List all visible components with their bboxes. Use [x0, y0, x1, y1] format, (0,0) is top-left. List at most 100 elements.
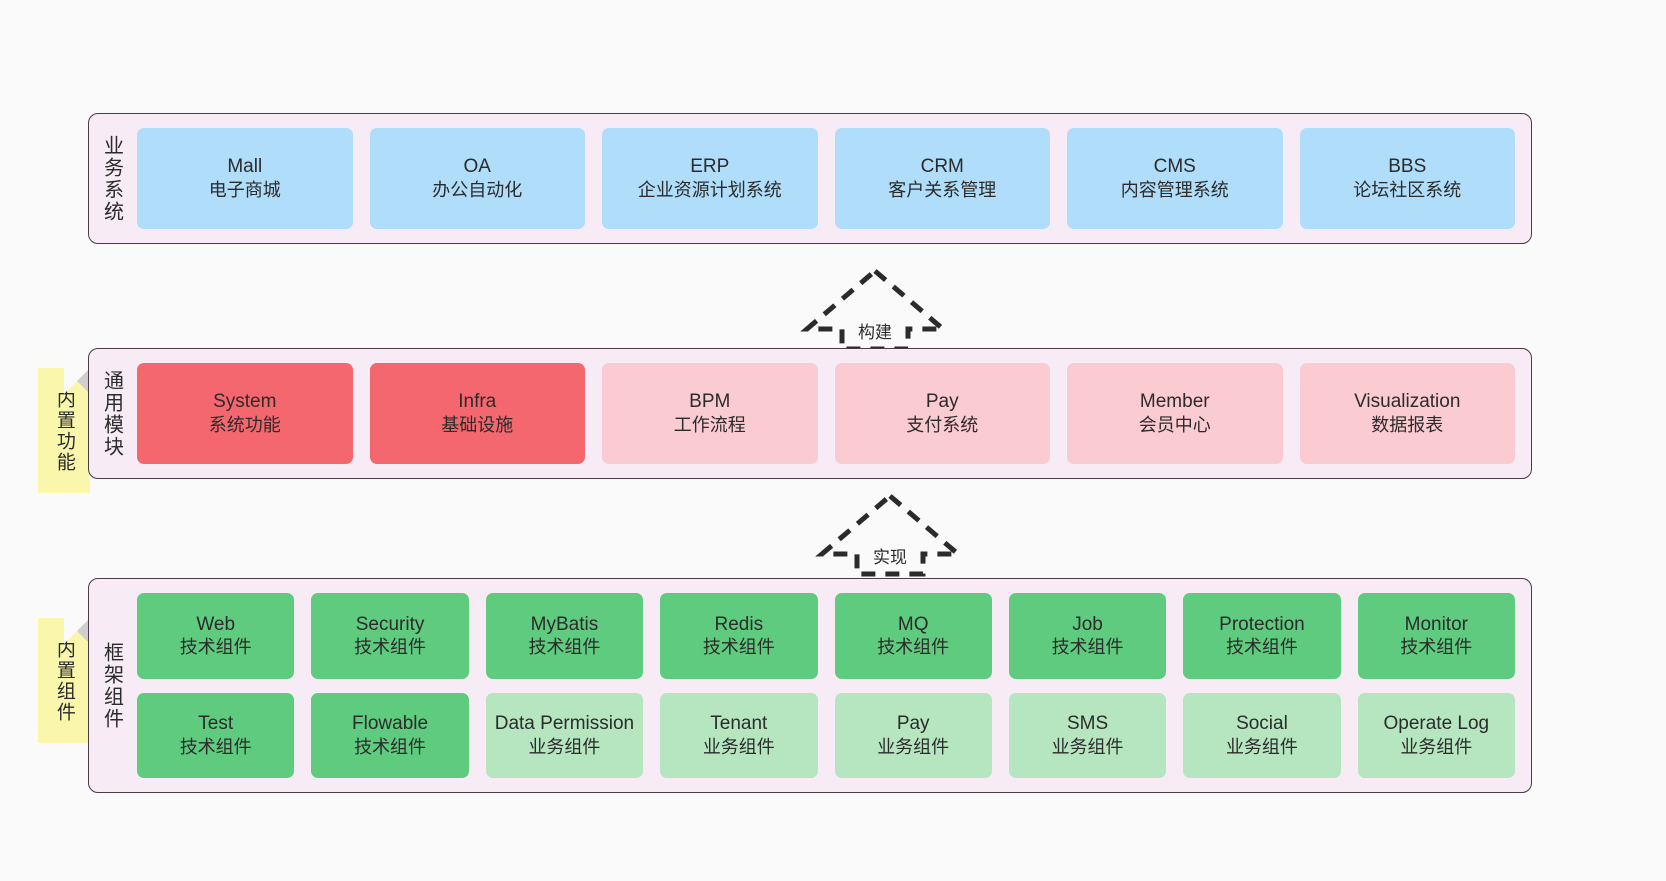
card-social[interactable]: Social 业务组件: [1183, 692, 1341, 778]
card-protection-desc: 技术组件: [1225, 637, 1298, 658]
card-security-desc: 技术组件: [354, 637, 427, 658]
card-sms[interactable]: SMS 业务组件: [1008, 692, 1167, 778]
card-data-permission-name: Data Permission: [494, 713, 635, 735]
card-oa-name: OA: [463, 156, 491, 178]
note-fold-cut-icon: [64, 368, 90, 394]
card-redis-name: Redis: [714, 613, 764, 635]
card-bbs[interactable]: BBS 论坛社区系统: [1299, 128, 1515, 229]
card-system-name: System: [213, 391, 277, 413]
card-mybatis-desc: 技术组件: [528, 637, 601, 658]
card-monitor-desc: 技术组件: [1400, 637, 1473, 658]
card-bpm-name: BPM: [689, 391, 731, 413]
card-protection-name: Protection: [1219, 613, 1305, 635]
card-mybatis-name: MyBatis: [530, 613, 599, 635]
implement-arrow-label: 实现: [873, 548, 907, 567]
card-pay-module[interactable]: Pay 支付系统: [834, 363, 1050, 464]
card-security-name: Security: [355, 613, 425, 635]
layer-common-modules-title: 通用模块: [100, 369, 123, 458]
card-monitor[interactable]: Monitor 技术组件: [1357, 593, 1515, 679]
card-web[interactable]: Web 技术组件: [137, 593, 295, 679]
sticky-note-builtin-function-label: 内置功能: [53, 388, 75, 473]
card-web-desc: 技术组件: [179, 637, 252, 658]
framework-tech-row: Web 技术组件 Security 技术组件 MyBatis 技术组件 Redi…: [137, 593, 1515, 679]
card-security[interactable]: Security 技术组件: [311, 593, 469, 679]
card-bpm[interactable]: BPM 工作流程: [602, 363, 818, 464]
card-sms-desc: 业务组件: [1051, 736, 1124, 757]
note-fold-cut-icon-2: [64, 618, 90, 644]
card-member[interactable]: Member 会员中心: [1067, 363, 1283, 464]
card-infra-desc: 基础设施: [441, 415, 514, 436]
card-pay-component[interactable]: Pay 业务组件: [834, 692, 992, 778]
card-monitor-name: Monitor: [1404, 613, 1468, 635]
card-flowable-name: Flowable: [352, 713, 429, 735]
card-test-name: Test: [198, 713, 234, 735]
business-systems-row: Mall 电子商城 OA 办公自动化 ERP 企业资源计划系统 CRM 客户关系…: [137, 128, 1515, 229]
card-erp[interactable]: ERP 企业资源计划系统: [602, 128, 818, 229]
card-crm[interactable]: CRM 客户关系管理: [834, 128, 1050, 229]
card-bpm-desc: 工作流程: [673, 415, 746, 436]
card-mq[interactable]: MQ 技术组件: [834, 593, 992, 679]
layer-business-systems-title: 业务系统: [100, 134, 123, 223]
card-flowable-desc: 技术组件: [354, 736, 427, 757]
framework-business-row: Test 技术组件 Flowable 技术组件 Data Permission …: [137, 692, 1515, 778]
card-sms-name: SMS: [1066, 713, 1109, 735]
card-erp-name: ERP: [690, 156, 730, 178]
card-test[interactable]: Test 技术组件: [137, 692, 295, 778]
card-mybatis[interactable]: MyBatis 技术组件: [485, 593, 644, 679]
card-erp-desc: 企业资源计划系统: [637, 180, 782, 201]
card-system-desc: 系统功能: [208, 415, 281, 436]
build-arrow-label: 构建: [858, 323, 892, 342]
card-system[interactable]: System 系统功能: [137, 363, 353, 464]
card-member-desc: 会员中心: [1138, 415, 1211, 436]
card-job-desc: 技术组件: [1051, 637, 1124, 658]
card-member-name: Member: [1139, 391, 1210, 413]
card-data-permission-desc: 业务组件: [528, 736, 601, 757]
card-pay-component-desc: 业务组件: [877, 736, 950, 757]
card-redis[interactable]: Redis 技术组件: [660, 593, 818, 679]
card-tenant[interactable]: Tenant 业务组件: [660, 692, 818, 778]
sticky-note-builtin-function: 内置功能: [38, 368, 90, 493]
sticky-note-builtin-component-label: 内置组件: [53, 638, 75, 723]
card-tenant-desc: 业务组件: [702, 736, 775, 757]
layer-business-systems-body: Mall 电子商城 OA 办公自动化 ERP 企业资源计划系统 CRM 客户关系…: [133, 114, 1531, 243]
card-oa[interactable]: OA 办公自动化: [369, 128, 585, 229]
card-protection[interactable]: Protection 技术组件: [1183, 593, 1341, 679]
card-mq-name: MQ: [897, 613, 929, 635]
layer-framework-components-title: 框架组件: [100, 641, 123, 730]
card-social-desc: 业务组件: [1225, 736, 1298, 757]
card-test-desc: 技术组件: [179, 736, 252, 757]
card-cms[interactable]: CMS 内容管理系统: [1067, 128, 1283, 229]
card-operate-log-desc: 业务组件: [1400, 736, 1473, 757]
sticky-note-builtin-component: 内置组件: [38, 618, 90, 743]
card-bbs-desc: 论坛社区系统: [1353, 180, 1462, 201]
card-flowable[interactable]: Flowable 技术组件: [311, 692, 469, 778]
card-operate-log-name: Operate Log: [1383, 713, 1490, 735]
layer-framework-components-body: Web 技术组件 Security 技术组件 MyBatis 技术组件 Redi…: [133, 579, 1531, 792]
card-mall-desc: 电子商城: [208, 180, 281, 201]
card-crm-desc: 客户关系管理: [888, 180, 997, 201]
card-operate-log[interactable]: Operate Log 业务组件: [1357, 692, 1515, 778]
card-cms-desc: 内容管理系统: [1120, 180, 1229, 201]
connector-build-arrow: 构建: [800, 266, 950, 354]
card-redis-desc: 技术组件: [702, 637, 775, 658]
layer-common-modules-body: System 系统功能 Infra 基础设施 BPM 工作流程 Pay 支付系统…: [133, 349, 1531, 478]
card-job-name: Job: [1072, 613, 1103, 635]
card-mall[interactable]: Mall 电子商城: [137, 128, 353, 229]
card-data-permission[interactable]: Data Permission 业务组件: [485, 692, 644, 778]
card-infra[interactable]: Infra 基础设施: [369, 363, 585, 464]
card-bbs-name: BBS: [1388, 156, 1427, 178]
card-job[interactable]: Job 技术组件: [1008, 593, 1167, 679]
layer-business-systems: 业务系统 Mall 电子商城 OA 办公自动化 ERP 企业资源计划系统 CRM…: [88, 113, 1532, 244]
common-modules-row: System 系统功能 Infra 基础设施 BPM 工作流程 Pay 支付系统…: [137, 363, 1515, 464]
layer-framework-components: 框架组件 Web 技术组件 Security 技术组件 MyBatis 技术组件…: [88, 578, 1532, 793]
connector-implement-arrow: 实现: [815, 491, 965, 579]
card-crm-name: CRM: [920, 156, 964, 178]
layer-common-modules: 通用模块 System 系统功能 Infra 基础设施 BPM 工作流程 Pay…: [88, 348, 1532, 479]
card-visualization[interactable]: Visualization 数据报表: [1299, 363, 1515, 464]
card-pay-module-name: Pay: [925, 391, 959, 413]
card-mq-desc: 技术组件: [877, 637, 950, 658]
card-pay-module-desc: 支付系统: [906, 415, 979, 436]
card-infra-name: Infra: [458, 391, 497, 413]
card-oa-desc: 办公自动化: [432, 180, 523, 201]
